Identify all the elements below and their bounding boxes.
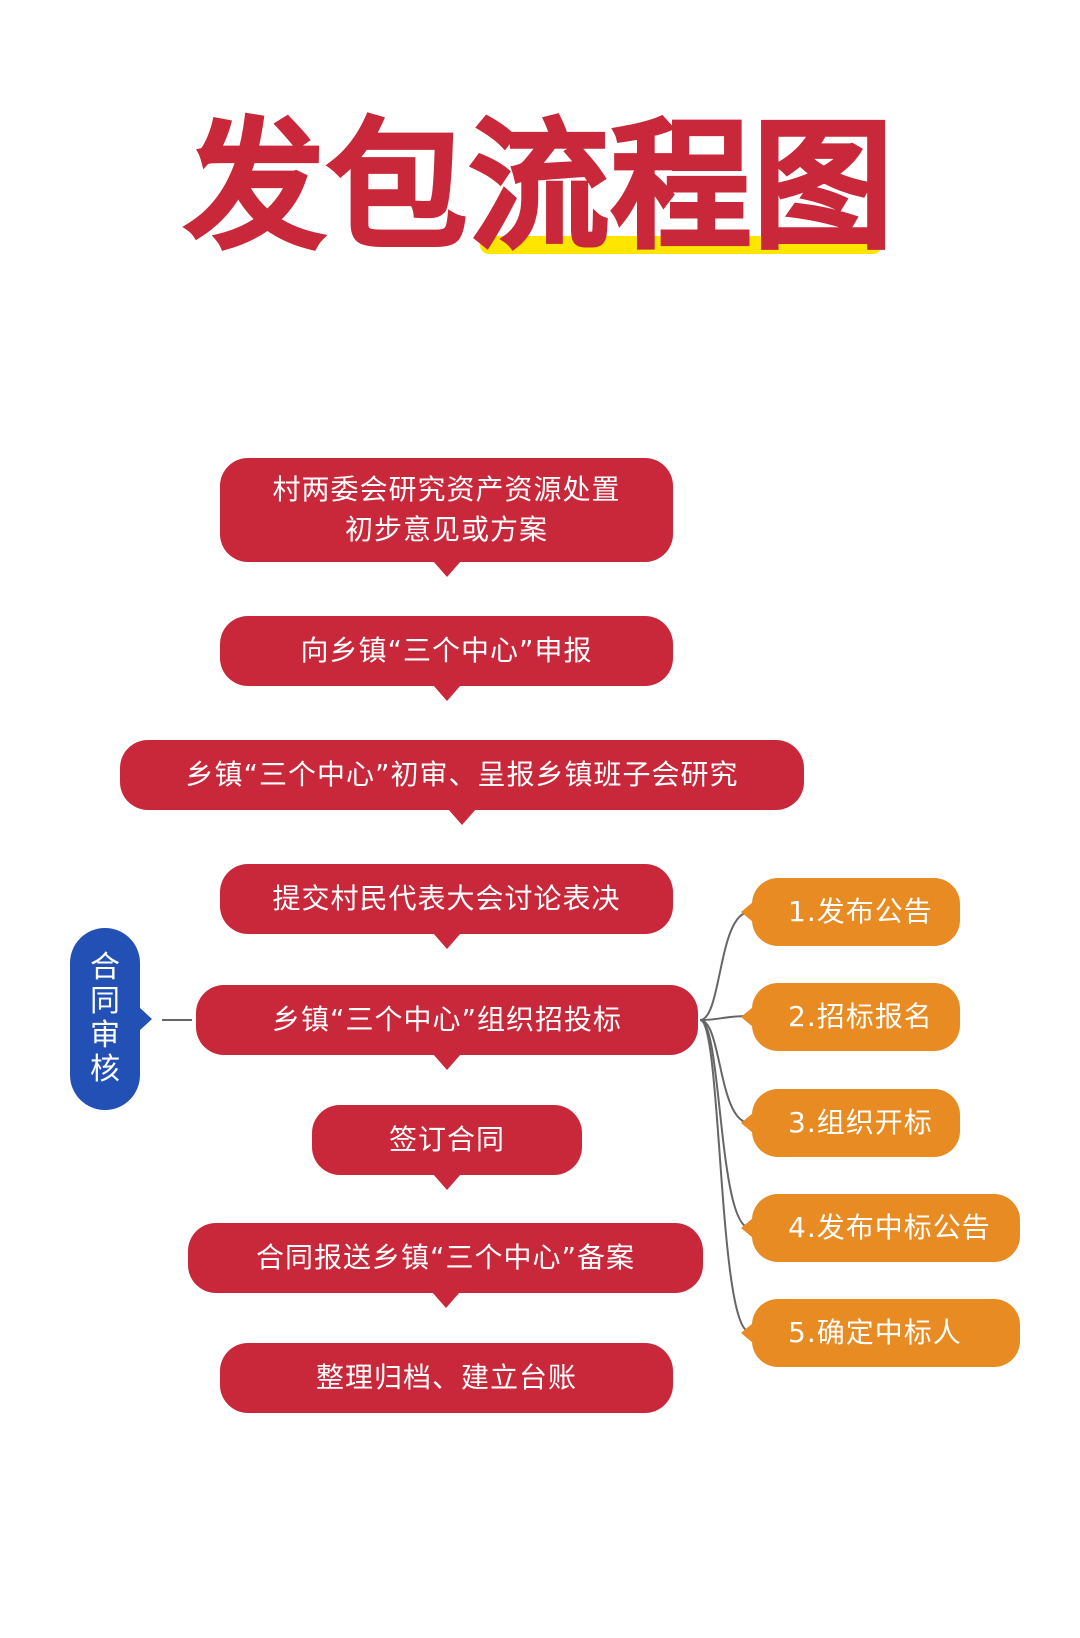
contract-review-label: 合同审核 <box>70 928 152 1110</box>
bidding-step-4: 4.发布中标公告 <box>741 1194 1020 1262</box>
bidding-step-2: 2.招标报名 <box>741 983 960 1051</box>
step-8-archive: 整理归档、建立台账 <box>220 1343 673 1413</box>
step-5-bidding: 乡镇“三个中心”组织招投标 <box>196 985 698 1070</box>
step-1-proposal: 村两委会研究资产资源处置 初步意见或方案 <box>220 458 673 577</box>
branch-line-5 <box>699 1019 751 1333</box>
step-3-review: 乡镇“三个中心”初审、呈报乡镇班子会研究 <box>120 740 804 825</box>
step-4-vote: 提交村民代表大会讨论表决 <box>220 864 673 949</box>
bidding-step-3: 3.组织开标 <box>741 1089 960 1157</box>
title-highlight <box>480 236 882 254</box>
step-7-file-contract: 合同报送乡镇“三个中心”备案 <box>188 1223 703 1308</box>
step-2-apply: 向乡镇“三个中心”申报 <box>220 616 673 701</box>
branch-line-3 <box>699 1019 751 1124</box>
bidding-step-1: 1.发布公告 <box>741 878 960 946</box>
page-title: 发包流程图 <box>183 106 895 269</box>
title-area: 发包流程图 <box>0 106 1080 278</box>
bidding-step-5: 5.确定中标人 <box>741 1299 1020 1367</box>
branch-line-1 <box>699 911 751 1021</box>
step-6-sign-contract: 签订合同 <box>312 1105 582 1190</box>
branch-line-4 <box>699 1019 751 1229</box>
